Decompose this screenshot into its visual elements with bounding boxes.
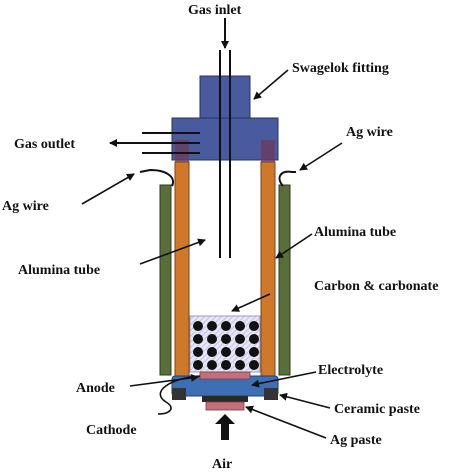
- carbon-particle: [249, 360, 259, 370]
- carbon-particle: [235, 360, 245, 370]
- carbon-particle: [221, 321, 231, 331]
- carbon-particle: [207, 334, 217, 344]
- pointer-ag-wire-right: [299, 142, 343, 171]
- label-alumina-tube-left: Alumina tube: [18, 263, 100, 278]
- carbon-particle: [249, 321, 259, 331]
- pointer-ag-wire-left: [81, 173, 135, 205]
- outer-tube-left-wall: [159, 184, 172, 376]
- label-swagelok-fitting: Swagelok fitting: [292, 61, 389, 76]
- ceramic-paste-left: [172, 388, 186, 400]
- anode-layer: [199, 371, 251, 380]
- pointer-alumina-right: [275, 233, 313, 259]
- pointer-electrolyte: [251, 371, 317, 388]
- carbon-particle: [221, 334, 231, 344]
- ag-wire-left-path: [139, 168, 174, 187]
- swagelok-cap: [199, 75, 251, 119]
- carbon-particle: [221, 347, 231, 357]
- label-cathode: Cathode: [86, 423, 137, 438]
- pointer-ceramic-paste: [279, 392, 331, 409]
- label-ceramic-paste: Ceramic paste: [334, 402, 420, 417]
- carbon-particle: [207, 347, 217, 357]
- ag-paste-layer: [205, 401, 245, 411]
- pointer-anode: [129, 373, 199, 387]
- carbon-particle: [207, 321, 217, 331]
- pointer-swagelok: [253, 69, 289, 100]
- ceramic-paste-right: [264, 388, 278, 400]
- label-ag-paste: Ag paste: [330, 433, 382, 448]
- swagelok-right-collar: [261, 140, 275, 162]
- carbon-particle: [235, 321, 245, 331]
- carbon-particle: [221, 360, 231, 370]
- label-ag-wire-left: Ag wire: [2, 199, 49, 214]
- carbon-particles: [193, 321, 259, 370]
- label-carbon-carbonate: Carbon & carbonate: [314, 279, 438, 294]
- label-anode: Anode: [76, 381, 115, 396]
- ag-wire-right-path: [278, 170, 296, 187]
- swagelok-left-collar: [175, 140, 189, 162]
- label-electrolyte: Electrolyte: [318, 363, 383, 378]
- label-gas-outlet: Gas outlet: [14, 137, 75, 152]
- alumina-tube-left-wall: [174, 161, 190, 378]
- carbon-particle: [249, 347, 259, 357]
- air-arrow: [215, 414, 235, 440]
- label-air: Air: [212, 457, 232, 472]
- carbon-particle: [249, 334, 259, 344]
- pointer-alumina-left: [139, 238, 206, 265]
- carbon-particle: [235, 347, 245, 357]
- pointer-carbon: [231, 293, 271, 312]
- cathode-layer: [202, 396, 248, 402]
- label-gas-inlet: Gas inlet: [188, 3, 242, 18]
- alumina-tube-right-wall: [260, 161, 276, 378]
- carbon-particle: [193, 334, 203, 344]
- label-alumina-tube-right: Alumina tube: [314, 225, 396, 240]
- carbon-particle: [193, 347, 203, 357]
- carbon-particle: [235, 334, 245, 344]
- carbon-particle: [193, 360, 203, 370]
- carbon-particle: [207, 360, 217, 370]
- label-ag-wire-right: Ag wire: [346, 125, 393, 140]
- outer-tube-right-wall: [278, 184, 291, 376]
- pointer-ag-paste: [245, 405, 327, 439]
- carbon-particle: [193, 321, 203, 331]
